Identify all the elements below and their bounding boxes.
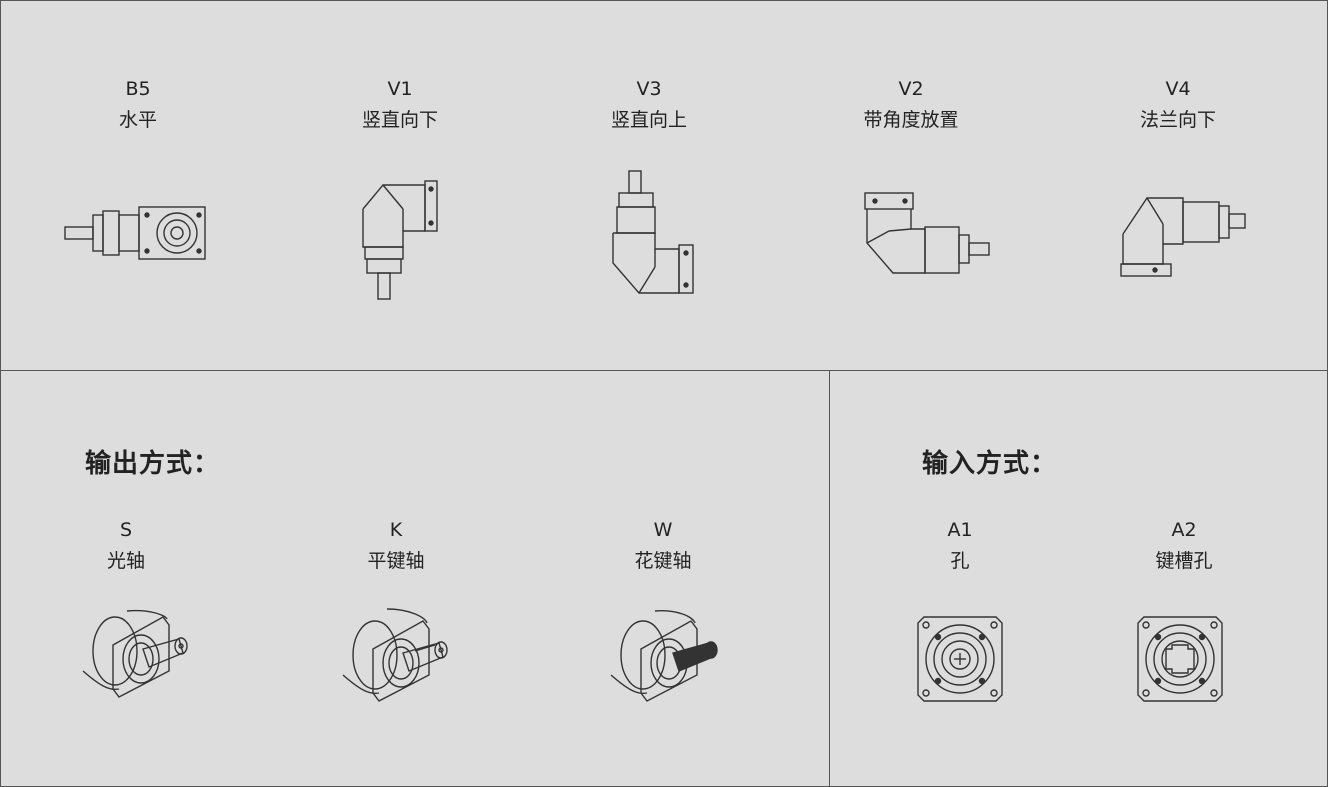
output-code: W [653,519,673,541]
gearbox-vertical-down-icon [362,180,438,300]
mounting-option-b5: B5 水平 [88,78,188,131]
output-label: 平键轴 [367,550,425,572]
input-heading: 输入方式： [922,449,1058,479]
keyed-shaft-icon [342,608,448,702]
output-heading: 输出方式： [85,449,221,479]
mounting-label: 竖直向上 [610,109,687,131]
gearbox-vertical-up-icon [612,170,694,294]
gearbox-angled-icon [864,192,990,274]
input-label: 键槽孔 [1155,550,1213,572]
mounting-option-v1: V1 竖直向下 [350,78,450,131]
keyway-flange-icon [1137,616,1223,702]
smooth-shaft-icon [82,609,188,698]
bore-flange-icon [917,616,1003,702]
mounting-code: V4 [1165,78,1191,100]
mounting-code: V3 [636,78,662,100]
output-label: 花键轴 [634,550,692,572]
input-code: A1 [947,519,973,541]
gearbox-flange-down-icon [1120,197,1246,277]
output-label: 光轴 [106,550,145,572]
output-code: S [119,519,133,541]
input-option-a2: A2 键槽孔 [1134,519,1234,572]
mounting-option-v2: V2 带角度放置 [841,78,981,131]
input-option-a1: A1 孔 [910,519,1010,572]
gearbox-horizontal-icon [64,206,206,260]
mounting-label: 水平 [118,109,157,131]
spline-shaft-icon [610,609,718,702]
mounting-label: 法兰向下 [1139,109,1216,131]
output-option-s: S 光轴 [76,519,176,572]
mounting-label: 带角度放置 [863,109,959,131]
mounting-code: B5 [125,78,151,100]
mounting-position-panel: B5 水平 V1 竖直向下 V3 竖直向上 [0,0,1328,371]
output-option-w: W 花键轴 [613,519,713,572]
output-option-k: K 平键轴 [346,519,446,572]
input-code: A2 [1171,519,1197,541]
mounting-code: V1 [387,78,413,100]
mounting-label: 竖直向下 [361,109,438,131]
output-mode-panel: 输出方式： S 光轴 K 平键轴 W 花键轴 [0,370,830,787]
input-mode-panel: 输入方式： A1 孔 A2 键槽孔 [829,370,1328,787]
mounting-code: V2 [898,78,924,100]
input-label: 孔 [950,550,970,572]
output-code: K [389,519,403,541]
mounting-option-v4: V4 法兰向下 [1128,78,1228,131]
mounting-option-v3: V3 竖直向上 [599,78,699,131]
